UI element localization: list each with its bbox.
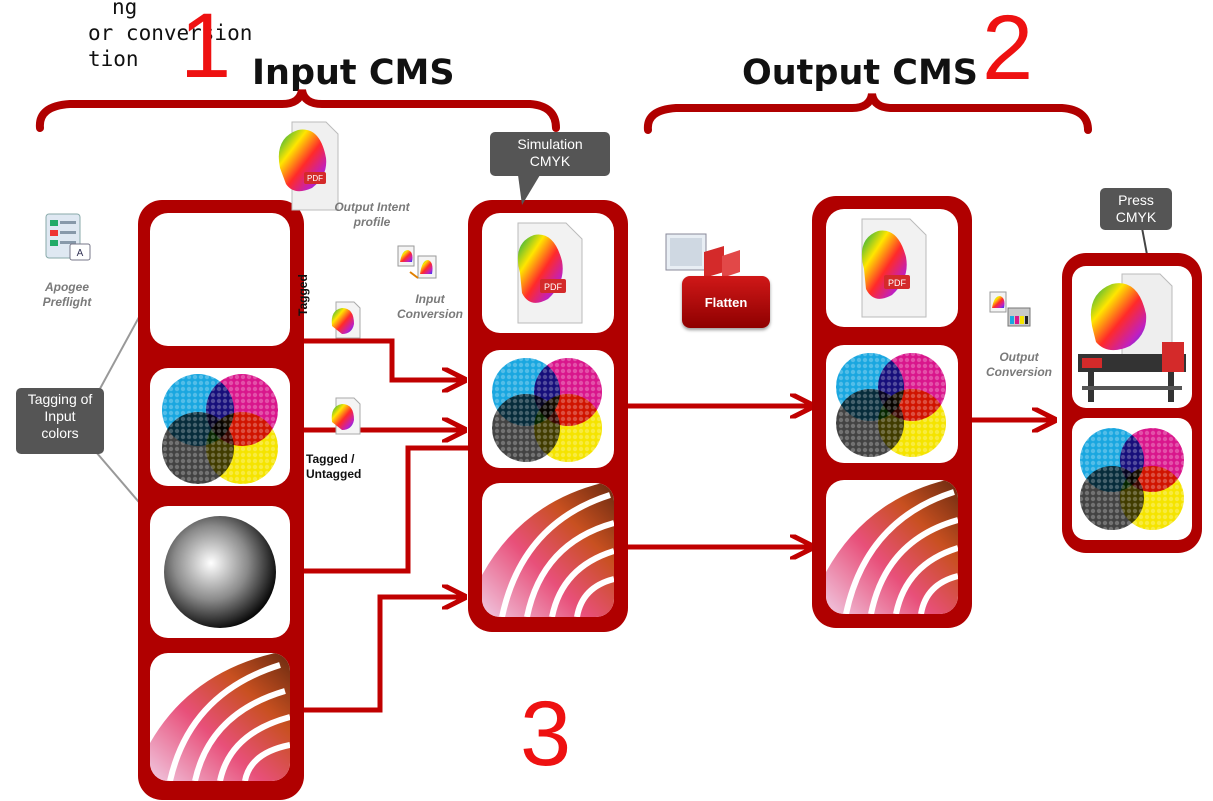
gray-sphere-icon bbox=[164, 516, 276, 628]
apogee-preflight-icon: A bbox=[40, 210, 94, 264]
sim-spot-tile bbox=[482, 483, 614, 617]
flatten-button: Flatten bbox=[682, 276, 770, 328]
sim-pdf-tile: PDF bbox=[482, 213, 614, 333]
output-intent-profile-icon: PDF bbox=[274, 118, 340, 214]
output-intent-label: Output Intent profile bbox=[334, 200, 410, 229]
press-cmyk-tile bbox=[1072, 418, 1192, 540]
a-letter-icon: A bbox=[77, 248, 84, 259]
top-note: ng or conversion tion bbox=[88, 0, 252, 72]
top-note-line-2: or conversion bbox=[88, 21, 253, 45]
cmyk-tile bbox=[150, 368, 290, 486]
pdf-gamut-icon: PDF bbox=[517, 222, 583, 324]
simulation-cmyk-callout: Simulation CMYK bbox=[490, 132, 610, 176]
tagged-label: Tagged bbox=[296, 274, 310, 316]
top-note-line-3: tion bbox=[88, 47, 139, 71]
sim-cmyk-tile bbox=[482, 350, 614, 468]
output-cms-heading: Output CMS bbox=[742, 53, 979, 93]
tagged-untagged-label: Tagged / Untagged bbox=[306, 452, 362, 481]
grayscale-tile bbox=[150, 506, 290, 638]
top-note-line-1: ng bbox=[112, 0, 138, 19]
simulation-cmyk-text: Simulation CMYK bbox=[517, 136, 583, 169]
cmyk-circles-icon bbox=[1072, 418, 1192, 540]
section-number-2: 2 bbox=[982, 0, 1034, 99]
press-printer-tile bbox=[1072, 266, 1192, 408]
out-pdf-tile: PDF bbox=[826, 209, 958, 327]
pdf-gamut-icon: PDF bbox=[861, 218, 927, 318]
input-conversion-icon bbox=[396, 242, 440, 282]
input-conversion-label: Input Conversion bbox=[396, 292, 463, 321]
arrow-gray-to-cmyk bbox=[302, 448, 508, 574]
flatten-layers-icon bbox=[664, 232, 748, 286]
rgb-circles-icon bbox=[162, 223, 278, 337]
press-cmyk-text: Press CMYK bbox=[1115, 192, 1157, 225]
output-conversion-label: Output Conversion bbox=[985, 350, 1052, 379]
output-conversion-icon bbox=[988, 288, 1032, 332]
color-fan-icon bbox=[826, 480, 958, 614]
color-fan-icon bbox=[150, 653, 290, 781]
apogee-preflight-label: Apogee Preflight bbox=[42, 280, 92, 309]
output-brace bbox=[643, 93, 1092, 134]
section-number-1: 1 bbox=[180, 0, 232, 97]
flatten-label: Flatten bbox=[704, 294, 748, 310]
spot-colors-tile bbox=[150, 653, 290, 781]
out-spot-tile bbox=[826, 480, 958, 614]
cmyk-circles-icon bbox=[150, 368, 290, 486]
section-number-3: 3 bbox=[520, 683, 572, 785]
out-cmyk-tile bbox=[826, 345, 958, 463]
tagged-untagged-profile-icon bbox=[328, 396, 362, 436]
press-cmyk-callout: Press CMYK bbox=[1100, 188, 1172, 230]
input-brace bbox=[35, 89, 560, 132]
rgb-tile bbox=[150, 213, 290, 346]
color-fan-icon bbox=[482, 483, 614, 617]
printer-icon bbox=[1078, 273, 1186, 402]
pdf-badge-text: PDF bbox=[544, 282, 563, 292]
arrow-spot-to-spot bbox=[302, 597, 462, 713]
pdf-badge-text: PDF bbox=[888, 278, 907, 288]
tagging-text: Tagging of Input colors bbox=[27, 391, 93, 441]
tagging-callout: Tagging of Input colors bbox=[16, 388, 104, 454]
pdf-badge-text: PDF bbox=[307, 174, 323, 183]
cmyk-circles-icon bbox=[482, 350, 614, 468]
arrow-rgb-to-cmyk bbox=[302, 338, 462, 380]
input-cms-heading: Input CMS bbox=[252, 53, 455, 93]
tagged-profile-icon bbox=[328, 300, 362, 340]
cmyk-circles-icon bbox=[826, 345, 958, 463]
simulation-callout-tail bbox=[518, 175, 540, 205]
